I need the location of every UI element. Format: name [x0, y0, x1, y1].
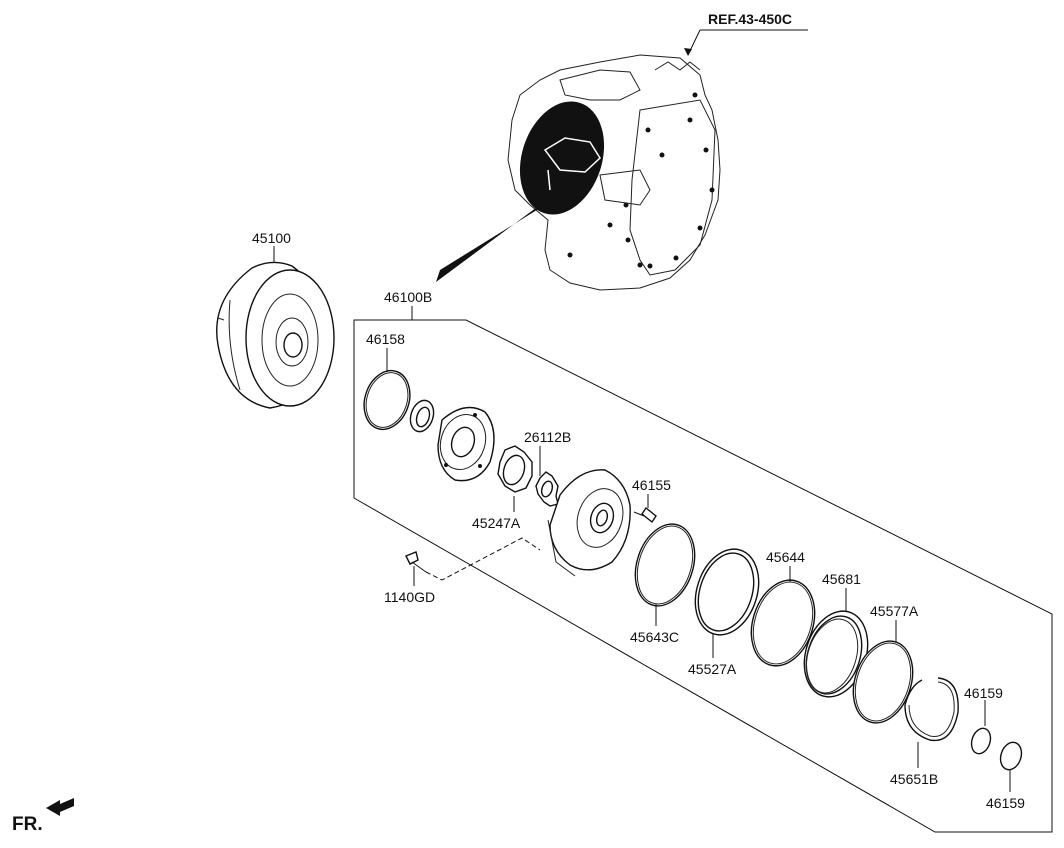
reference-label: REF.43-450C: [708, 11, 792, 27]
pump-cover-plate: [437, 406, 495, 482]
ring-45644: [750, 579, 816, 667]
label-45247A: 45247A: [472, 515, 521, 531]
transmission-assembly: [436, 29, 808, 291]
label-45577A: 45577A: [870, 603, 919, 619]
label-26112B: 26112B: [524, 429, 571, 445]
bolt-1140GD: [405, 537, 541, 581]
snap-ring-45651B: [904, 677, 959, 742]
seal-ring-45643C: [634, 523, 696, 607]
ring-45527A: [694, 548, 760, 636]
bolt-46155: [633, 506, 657, 524]
assembly-pointer-wedge: [436, 196, 552, 282]
label-46158: 46158: [366, 331, 405, 347]
label-45643C: 45643C: [630, 629, 679, 645]
driven-gear-45247A: [497, 445, 533, 493]
seal-ring-small: [409, 399, 435, 433]
label-46155: 46155: [632, 477, 671, 493]
label-45651B: 45651B: [890, 771, 938, 787]
label-45644: 45644: [766, 549, 805, 565]
o-ring-46159-a: [970, 727, 992, 755]
front-label: FR.: [12, 814, 43, 835]
label-46159-b: 46159: [986, 795, 1025, 811]
mount-bolt-dots: [567, 92, 715, 269]
label-45100: 45100: [252, 230, 291, 246]
assembly-boundary: [353, 319, 1053, 833]
label-45681: 45681: [822, 571, 861, 587]
torque-converter: [216, 261, 335, 409]
o-ring-46159-b: [999, 741, 1023, 771]
label-46100B: 46100B: [384, 289, 432, 305]
o-ring-46158: [363, 369, 411, 431]
label-45527A: 45527A: [688, 661, 737, 677]
front-arrow-icon: [46, 798, 74, 816]
ring-45681: [803, 610, 869, 698]
label-1140GD: 1140GD: [384, 589, 435, 605]
front-direction-indicator: FR.: [12, 798, 74, 835]
drive-gear-26112B: [535, 471, 559, 507]
oil-pump-housing: [547, 469, 631, 577]
leader-lines: [273, 246, 1011, 792]
label-46159-a: 46159: [964, 685, 1003, 701]
ring-45577A: [852, 640, 914, 724]
housing-opening: [519, 101, 605, 215]
